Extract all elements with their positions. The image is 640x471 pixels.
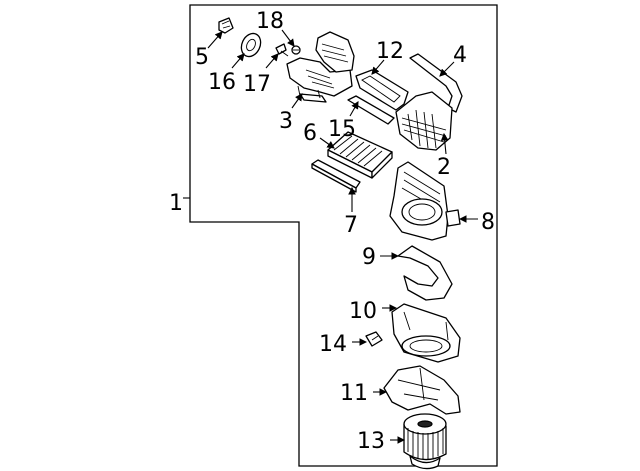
callout-4: 4 <box>453 43 467 68</box>
leader-17 <box>265 53 279 69</box>
leader-5 <box>207 31 223 49</box>
part-18-bolt <box>291 45 301 55</box>
leader-lines <box>183 29 478 444</box>
callout-17: 17 <box>243 72 271 97</box>
leader-2 <box>440 132 449 155</box>
part-14-resistor <box>365 331 383 347</box>
part-9-scroll-duct <box>397 245 453 301</box>
callout-18: 18 <box>256 9 284 34</box>
leader-12 <box>371 59 385 75</box>
callout-6: 6 <box>303 121 317 146</box>
callout-5: 5 <box>195 45 209 70</box>
callout-2: 2 <box>437 155 451 180</box>
leader-15 <box>349 101 359 117</box>
callout-7: 7 <box>344 213 358 238</box>
part-5-clip <box>218 17 234 34</box>
part-13-blower-motor <box>403 413 447 470</box>
callout-13: 13 <box>357 429 385 454</box>
callout-10: 10 <box>349 299 377 324</box>
callout-3: 3 <box>279 109 293 134</box>
part-7-filter-cover <box>311 159 361 193</box>
callout-11: 11 <box>340 381 368 406</box>
leader-3 <box>291 93 303 109</box>
callout-9: 9 <box>362 245 376 270</box>
callout-8: 8 <box>481 210 495 235</box>
callout-labels: 1 2 3 4 5 6 7 8 9 10 11 12 13 14 15 16 1… <box>169 9 495 454</box>
part-4-gasket <box>409 53 463 113</box>
part-15-seal <box>347 95 395 125</box>
part-8-blower-case <box>389 161 461 241</box>
part-16-gasket <box>240 32 262 58</box>
callout-15: 15 <box>328 117 356 142</box>
leader-6 <box>319 137 335 149</box>
part-17-screw <box>275 43 289 57</box>
part-3-actuator-duct <box>286 31 355 103</box>
leader-16 <box>231 53 245 69</box>
callout-12: 12 <box>376 39 404 64</box>
assembly-frame <box>189 4 498 467</box>
callout-1: 1 <box>169 191 183 216</box>
callout-14: 14 <box>319 332 347 357</box>
leader-4 <box>439 61 455 77</box>
part-11-motor-mount <box>383 365 461 415</box>
part-10-lower-housing <box>391 303 461 363</box>
callout-16: 16 <box>208 70 236 95</box>
part-6-cabin-filter <box>327 131 393 179</box>
leader-18 <box>281 29 295 47</box>
part-2-evaporator-housing <box>395 91 453 151</box>
